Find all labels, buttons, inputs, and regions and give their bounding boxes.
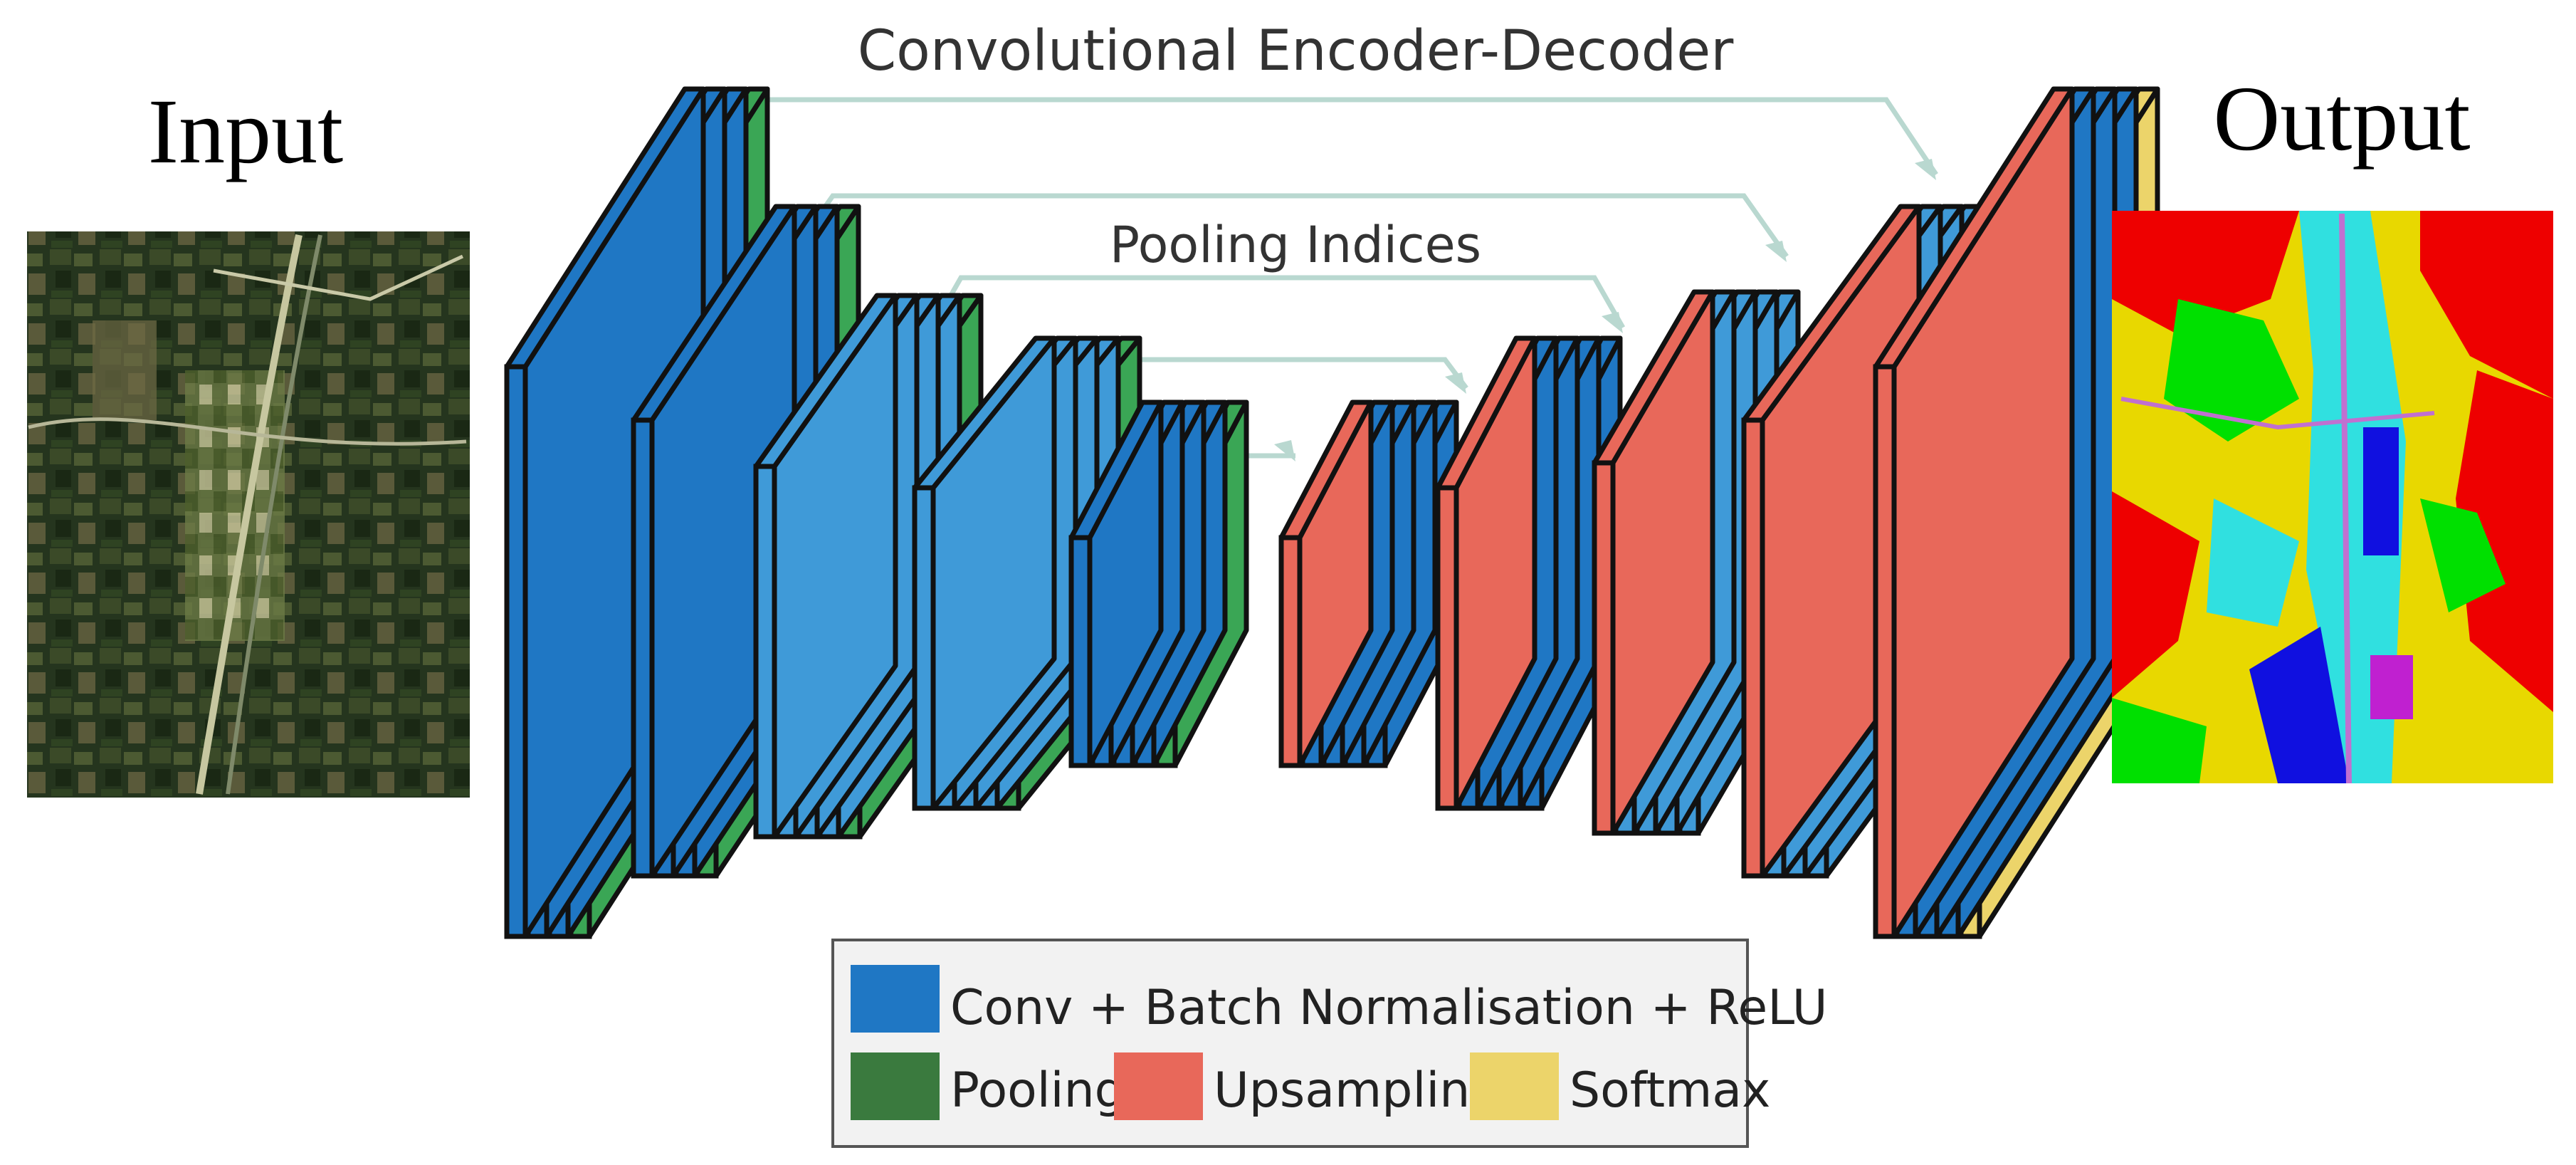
- legend-swatch-pool: [851, 1052, 940, 1120]
- decoder-stage-1-layer-1: [1278, 399, 1374, 768]
- encoder: [504, 86, 1249, 939]
- legend-label-softmax: Softmax: [1570, 1062, 1770, 1119]
- legend-box: [831, 939, 1749, 1148]
- legend-label-conv: Conv + Batch Normalisation + ReLU: [950, 980, 1828, 1036]
- encoder-stage-5-layer-1: [1068, 399, 1164, 768]
- output-label: Output: [2213, 68, 2470, 170]
- pooling-indices-arrowhead-3: [1602, 312, 1623, 333]
- encoder-stage-4-layer-1: [912, 335, 1057, 811]
- legend-swatch-softmax: [1470, 1052, 1559, 1120]
- decoder-stage-2-layer-1: [1435, 335, 1537, 811]
- decoder: [1278, 86, 2160, 939]
- decoder-stage-3-layer-1: [1592, 289, 1715, 836]
- output-segmentation-map: [2112, 211, 2553, 784]
- pooling-indices-connector-1: [692, 97, 1938, 176]
- pooling-indices-arrowhead-1: [1915, 159, 1936, 180]
- pooling-indices-arrowhead-5: [1274, 440, 1295, 461]
- pooling-indices-connector-3: [930, 275, 1626, 329]
- legend-label-pool: Pooling: [950, 1062, 1125, 1119]
- encoder-stage-3-layer-1: [753, 293, 898, 840]
- legend-swatch-conv: [851, 965, 940, 1033]
- decoder-stage-5-layer-1: [1873, 86, 2075, 939]
- legend-swatch-upsample: [1114, 1052, 1203, 1120]
- legend-label-upsample: Upsampling: [1214, 1062, 1500, 1119]
- legend: Conv + Batch Normalisation + ReLU Poolin…: [831, 939, 1828, 1148]
- input-label: Input: [148, 80, 343, 183]
- pooling-indices-label: Pooling Indices: [1110, 216, 1481, 274]
- diagram-title: Convolutional Encoder-Decoder: [858, 19, 1734, 83]
- pooling-indices-connector-4: [1083, 357, 1468, 390]
- input-image: [27, 231, 470, 798]
- pooling-indices-arrowhead-2: [1765, 241, 1787, 262]
- pooling-indices-arrowhead-4: [1445, 372, 1466, 394]
